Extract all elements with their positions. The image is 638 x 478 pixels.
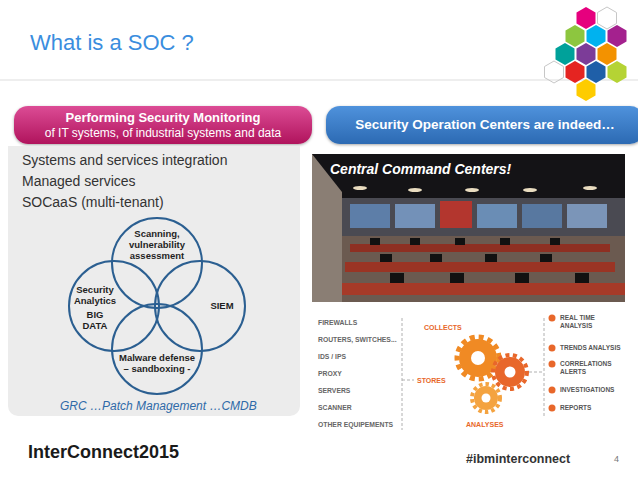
gear-label: STORES: [417, 376, 446, 385]
hexagon: [598, 43, 617, 65]
title-banner: Performing Security Monitoringof IT syst…: [14, 106, 312, 144]
output-label: CORRELATIONS ALERTS: [560, 360, 616, 376]
photo-caption: Central Command Centers!: [330, 161, 511, 178]
output-label: INVESTIGATIONS: [560, 386, 614, 394]
hexagon: [577, 7, 596, 29]
dashed-bracket: [402, 318, 403, 430]
page-number: 4: [614, 454, 619, 465]
event-logo: InterConnect2015: [28, 441, 179, 463]
circle-label: Security Analytics: [69, 284, 121, 306]
hexagon: [566, 61, 585, 83]
hexagon: [577, 43, 596, 65]
title-banner: Security Operation Centers are indeed…: [326, 106, 638, 144]
hashtag: #ibminterconnect: [466, 452, 570, 467]
banner-subtitle: of IT systems, of industrial systems and…: [14, 126, 312, 140]
hexagon: [556, 43, 575, 65]
content-panel: Systems and services integrationManaged …: [8, 146, 300, 416]
panel-text: Managed services: [22, 173, 136, 189]
source-label: IDS / IPS: [318, 353, 346, 361]
control-room-photo: [312, 154, 625, 302]
gear-label: ANALYSES: [466, 420, 503, 429]
title-rule: [0, 80, 638, 81]
panel-text: Systems and services integration: [22, 152, 227, 168]
circle-label: SIEM: [202, 300, 242, 311]
circle-label: Malware defense – sandboxing -: [117, 352, 197, 374]
output-dots: [549, 315, 556, 412]
output-label: REAL TIME ANALYSIS: [560, 314, 616, 330]
source-label: SERVERS: [318, 387, 350, 395]
hexagon: [545, 61, 564, 83]
source-label: FIREWALLS: [318, 319, 357, 327]
hexagon: [587, 25, 606, 47]
panel-text: SOCaaS (multi-tenant): [22, 194, 164, 210]
dashed-line: [529, 372, 544, 373]
collection-flow: [402, 318, 544, 430]
source-label: OTHER EQUIPEMENTS: [318, 421, 393, 429]
dashed-bracket: [544, 318, 545, 416]
source-label: PROXY: [318, 370, 342, 378]
dashed-line: [402, 380, 414, 381]
hexagon: [566, 25, 585, 47]
circle-label: BIG DATA: [80, 309, 110, 331]
hexagon: [577, 79, 596, 101]
circle-label: Scanning, vulnerability assessment: [121, 228, 193, 261]
hexagon-cluster: [545, 7, 627, 101]
hexagon: [598, 7, 617, 29]
gear-label: COLLECTS: [424, 323, 462, 332]
slide-title: What is a SOC ?: [30, 30, 194, 56]
output-label: TRENDS ANALYSIS: [560, 344, 621, 352]
circle-outline: [111, 303, 203, 395]
circle-outline: [112, 304, 202, 394]
banner-heading: Performing Security Monitoring: [14, 110, 312, 125]
source-label: SCANNER: [318, 404, 352, 412]
banner-heading: Security Operation Centers are indeed…: [326, 117, 638, 133]
hexagon: [608, 61, 627, 83]
hexagon: [587, 61, 606, 83]
output-label: REPORTS: [560, 404, 591, 412]
panel-note: GRC …Patch Management …CMDB: [60, 399, 257, 413]
gears: [457, 337, 527, 412]
hexagon: [608, 25, 627, 47]
venn-circle: Malware defense – sandboxing -: [111, 303, 203, 395]
source-label: ROUTERS, SWITCHES...: [318, 336, 397, 344]
